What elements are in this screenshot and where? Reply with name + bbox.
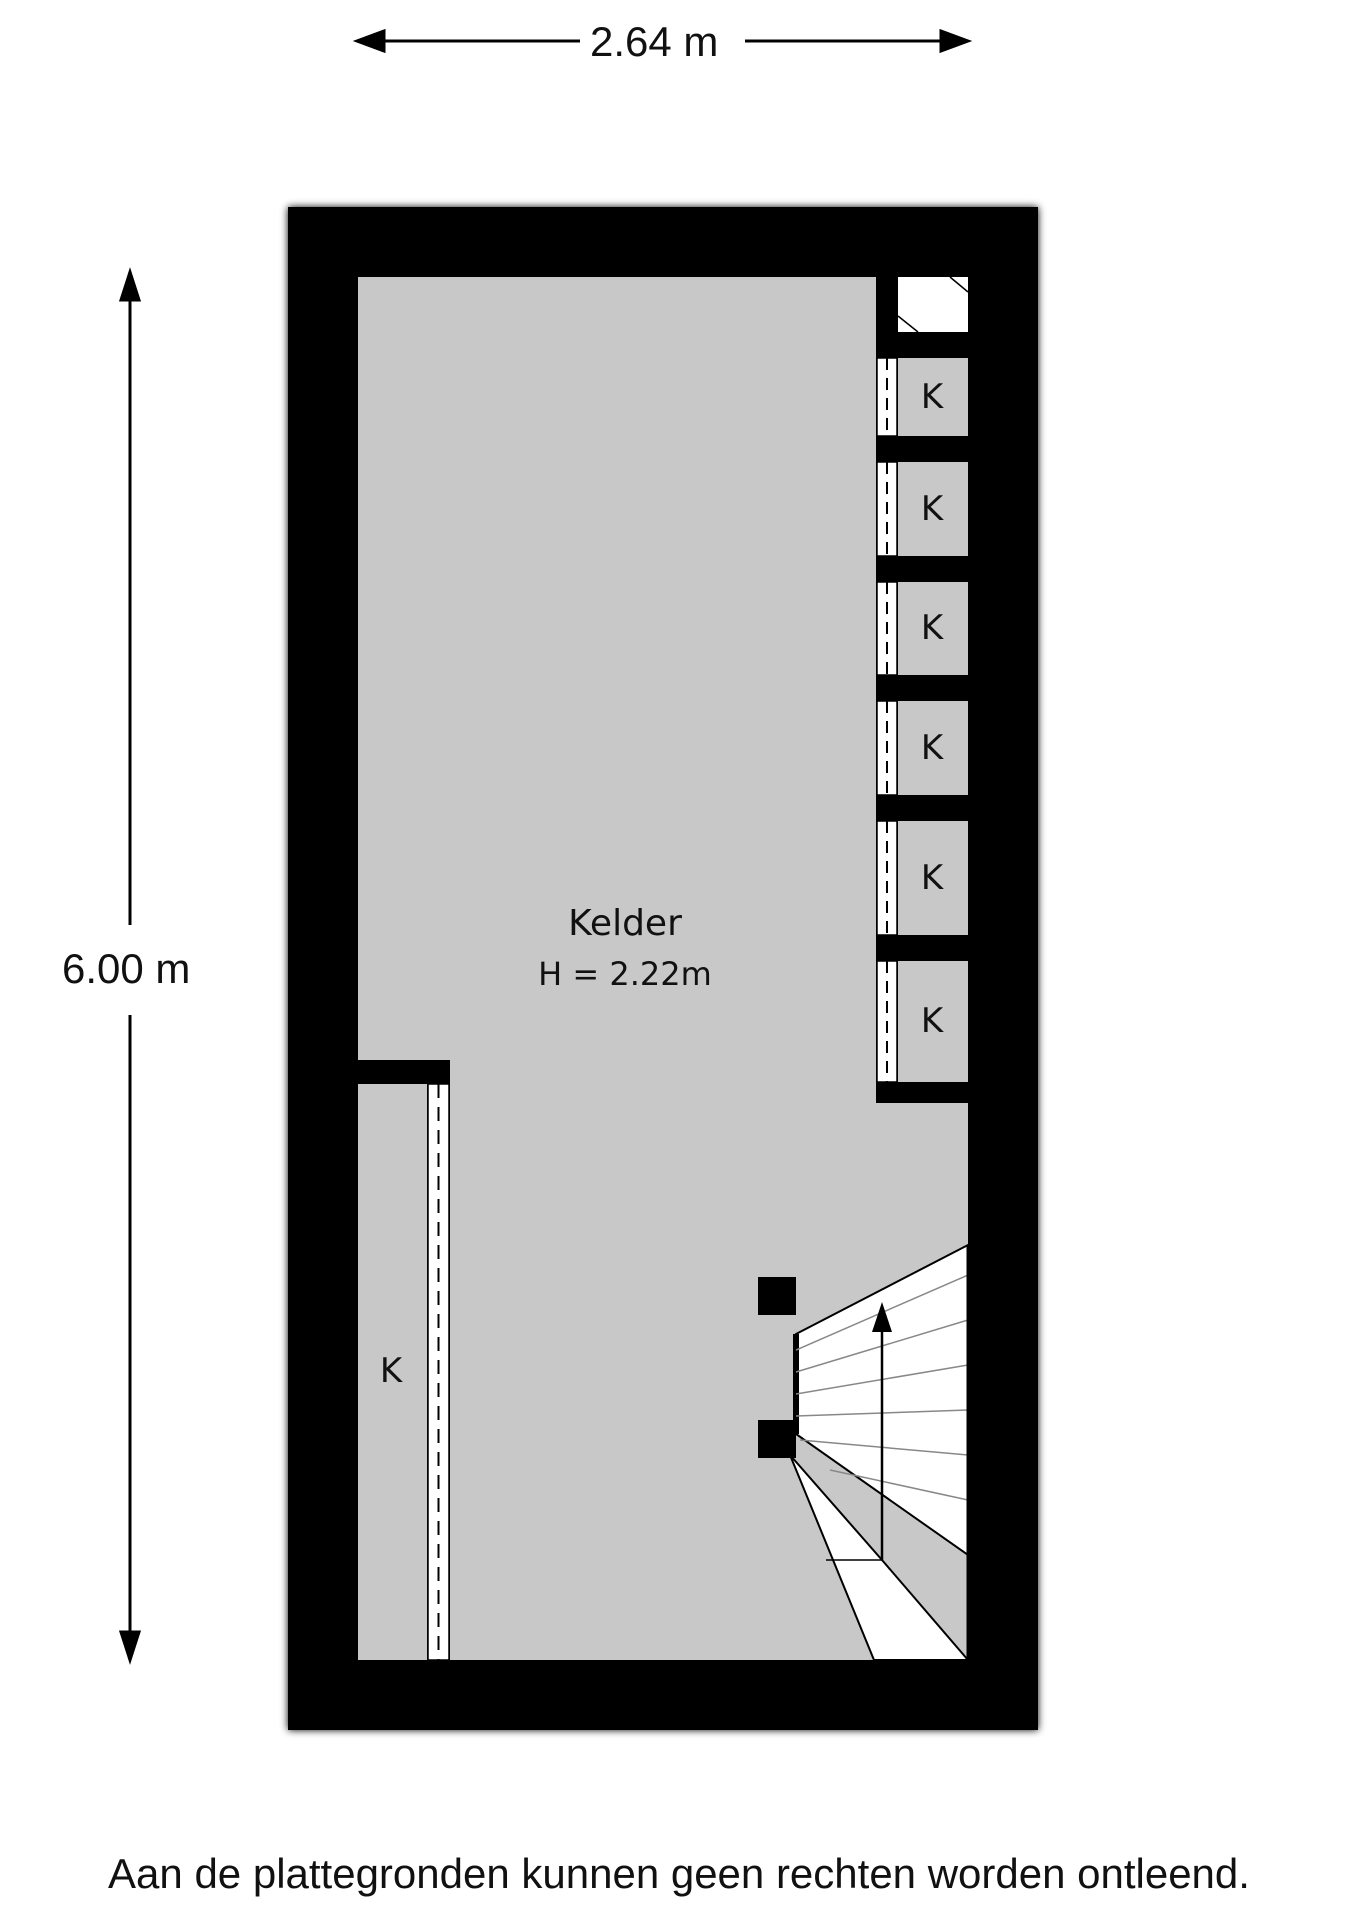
closet-label-6: K — [920, 1001, 944, 1041]
closet-label-4: K — [920, 728, 944, 768]
room-height: H = 2.22m — [538, 955, 712, 993]
left-closet — [358, 1060, 450, 1661]
disclaimer: Aan de plattegronden kunnen geen rechten… — [108, 1850, 1250, 1897]
width-dimension-label: 2.64 m — [590, 18, 719, 65]
floor-kelder — [358, 277, 968, 1660]
staircase — [789, 1243, 971, 1661]
height-dimension-arrow — [118, 267, 142, 1665]
closet-label-2: K — [920, 489, 944, 529]
utility-niche — [898, 277, 968, 332]
width-dimension-arrow — [352, 28, 973, 54]
closet-label-5: K — [920, 858, 944, 898]
closet-label-3: K — [920, 608, 944, 648]
room-name: Kelder — [568, 903, 682, 944]
closet-label-7: K — [379, 1351, 403, 1391]
height-dimension-label: 6.00 m — [62, 945, 191, 992]
column-lower — [758, 1420, 796, 1458]
closet-label-1: K — [920, 377, 944, 417]
column-upper — [758, 1277, 796, 1315]
closet-column — [876, 277, 968, 1103]
